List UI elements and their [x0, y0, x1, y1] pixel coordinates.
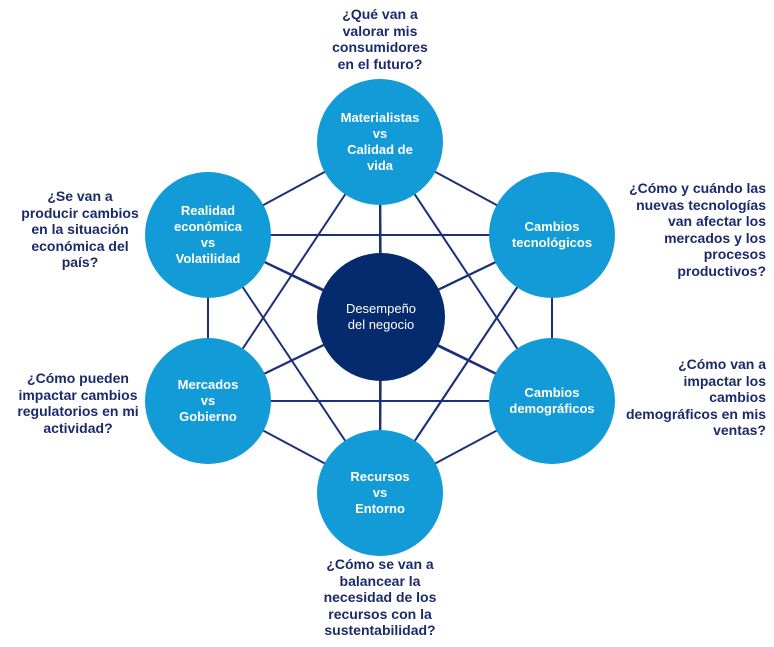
node-materialistas: Materialistas vs Calidad de vida	[317, 79, 443, 205]
node-recursos-label: Recursos vs Entorno	[350, 469, 410, 516]
question-bottom: ¿Cómo se van a balancear la necesidad de…	[323, 556, 437, 638]
question-lower-right: ¿Cómo van a impactar los cambios demográ…	[625, 356, 766, 438]
node-cambios-demograficos-label: Cambios demográficos	[509, 385, 595, 416]
node-realidad-economica: Realidad económica vs Volatilidad	[145, 172, 271, 298]
node-mercados-label: Mercados vs Gobierno	[177, 377, 239, 424]
center-node-label: Desempeño del negocio	[345, 301, 417, 332]
question-upper-right: ¿Cómo y cuándo las nuevas tecnologías va…	[629, 180, 766, 279]
node-cambios-demograficos: Cambios demográficos	[489, 338, 615, 464]
question-lower-left: ¿Cómo pueden impactar cambios regulatori…	[17, 370, 139, 436]
center-node: Desempeño del negocio	[317, 253, 445, 381]
node-realidad-economica-label: Realidad económica vs Volatilidad	[174, 203, 242, 266]
node-cambios-tecnologicos-label: Cambios tecnológicos	[511, 219, 593, 250]
question-top: ¿Qué van a valorar mis consumidores en e…	[332, 6, 428, 72]
node-cambios-tecnologicos: Cambios tecnológicos	[489, 172, 615, 298]
question-upper-left: ¿Se van a producir cambios en la situaci…	[21, 188, 139, 270]
node-recursos: Recursos vs Entorno	[317, 430, 443, 556]
node-materialistas-label: Materialistas vs Calidad de vida	[340, 110, 420, 173]
node-mercados: Mercados vs Gobierno	[145, 338, 271, 464]
